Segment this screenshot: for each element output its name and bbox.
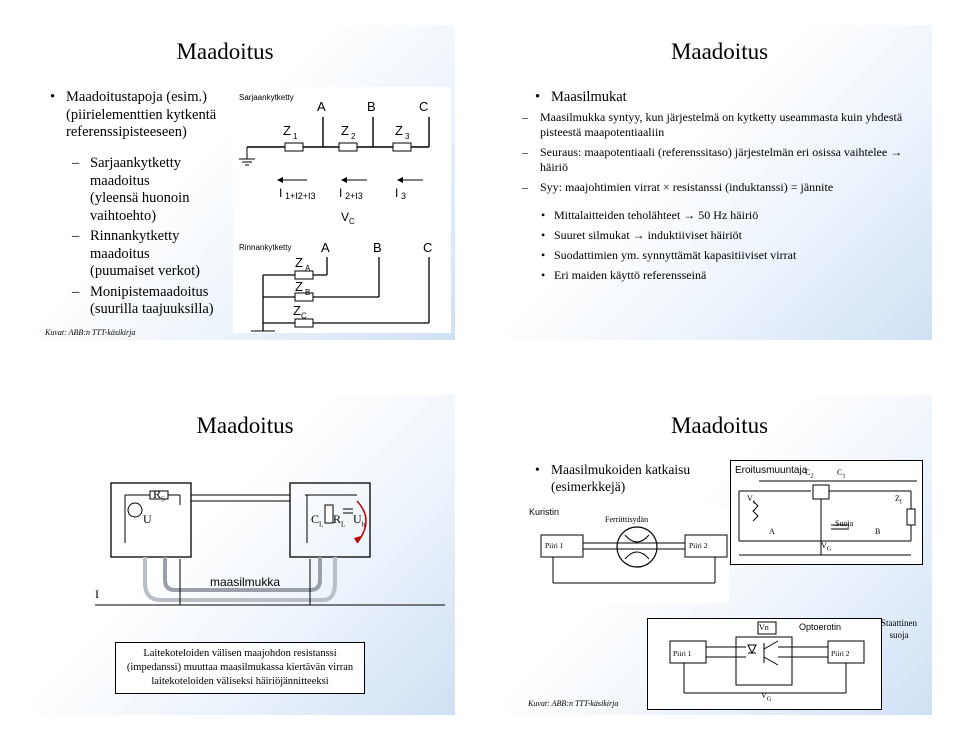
bullet-list: Maadoitustapoja (esim.) (piirielementtie… <box>50 89 236 142</box>
u-label: U <box>143 512 152 526</box>
rs-label: RS <box>153 487 165 504</box>
ground-loop-diagram <box>95 465 445 610</box>
slide-3: Maadoitus RS <box>35 395 455 715</box>
suoja-label: Suoja <box>835 519 854 528</box>
dash-item: Syy: maajohtimien virrat × resistanssi (… <box>522 180 910 195</box>
series-label: Sarjaankytketty <box>239 93 294 102</box>
zb-label: Z <box>295 279 303 294</box>
eroitusmuuntaja-label: Eroitusmuuntaja <box>735 465 808 476</box>
z1-label: Zl <box>895 494 902 506</box>
za-label: Z <box>295 255 303 270</box>
source-note: Kuvat: ABB:n TTT-käsikirja <box>45 328 136 337</box>
vs-label: Vs <box>747 494 756 506</box>
dot-item: Eri maiden käyttö referensseinä <box>541 265 914 285</box>
current-i23: I <box>339 186 342 200</box>
svg-text:2+I3: 2+I3 <box>345 191 363 201</box>
node-a: A <box>317 99 326 114</box>
sub-bullet-item: Monipistemaadoitus (suurilla taajuuksill… <box>72 284 240 319</box>
bullet-item: referenssipisteeseen) <box>66 124 187 140</box>
z2-label: Z <box>341 123 349 138</box>
svg-text:1+I2+I3: 1+I2+I3 <box>285 191 316 201</box>
opto-vg-label: VG <box>761 691 772 703</box>
opto-piiri1: Piiri 1 <box>673 649 692 658</box>
svg-text:A: A <box>305 264 311 273</box>
static-shield-label: Staattinen suoja <box>881 618 917 640</box>
node-a-parallel: A <box>321 240 330 255</box>
dot-item: Mittalaitteiden teholähteet → 50 Hz häir… <box>541 205 914 225</box>
vn-label: Vn <box>759 623 769 632</box>
cl-label: CL <box>311 512 324 529</box>
optocoupler-diagram <box>647 618 882 710</box>
z3-label: Z <box>395 123 403 138</box>
source-note: Kuvat: ABB:n TTT-käsikirja <box>528 699 619 708</box>
dash-list: Maasilmukka syntyy, kun järjestelmä on k… <box>522 110 910 195</box>
node-c: C <box>419 99 428 114</box>
b-label: B <box>875 527 881 536</box>
a-label: A <box>769 527 775 536</box>
dot-list: Mittalaitteiden teholähteet → 50 Hz häir… <box>541 205 914 285</box>
svg-text:1: 1 <box>293 132 298 141</box>
parallel-label: Rinnankytketty <box>239 243 291 252</box>
grounding-diagram: Sarjaankytketty A B C Z 1 Z 2 Z 3 <box>233 87 451 333</box>
node-c-parallel: C <box>423 240 432 255</box>
sub-bullet-item: Sarjaankytketty maadoitus (yleensä huono… <box>72 155 240 225</box>
svg-text:3: 3 <box>405 132 410 141</box>
opto-piiri2: Piiri 2 <box>831 649 850 658</box>
bullet-item: (piirielementtien kytkentä <box>66 106 217 123</box>
bullet-maasilmukat: Maasilmukat <box>535 89 627 106</box>
svg-text:C: C <box>349 217 355 226</box>
svg-text:3: 3 <box>401 191 406 201</box>
uh-label: Uh <box>353 512 366 529</box>
sub-bullet-list: Sarjaankytketty maadoitus (yleensä huono… <box>72 155 240 319</box>
grounding-svg: Sarjaankytketty A B C Z 1 Z 2 Z 3 <box>239 93 432 332</box>
svg-text:B: B <box>305 288 310 297</box>
slide-title: Maadoitus <box>670 39 769 64</box>
c2-label: C2 <box>805 468 814 480</box>
kuristin-label: Kuristin <box>529 507 560 517</box>
slide-1: Maadoitus Maadoitustapoja (esim.) (piiri… <box>35 25 455 340</box>
optoerotin-label: Optoerotin <box>799 622 842 632</box>
bullet-maasilmukoiden: Maasilmukoiden katkaisu (esimerkkejä) <box>535 461 690 495</box>
bullet-item: Maadoitustapoja (esim.) <box>50 89 236 107</box>
caption-box: Laitekoteloiden välisen maajohdon resist… <box>115 642 365 694</box>
dot-item: Suuret silmukat → induktiiviset häiriöt <box>541 225 914 245</box>
choke-diagram <box>529 507 729 603</box>
current-i3: I <box>395 186 398 200</box>
current-i123: I <box>279 186 282 200</box>
slide-2: Maadoitus Maasilmukat Maasilmukka syntyy… <box>507 25 932 340</box>
dash-item: Seuraus: maapotentiaali (referenssitaso)… <box>522 145 910 175</box>
slide-4: Maadoitus Maasilmukoiden katkaisu (esime… <box>507 395 932 715</box>
voltage-vc: V <box>341 210 349 224</box>
slide-title: Maadoitus <box>670 413 769 438</box>
dash-item: Maasilmukka syntyy, kun järjestelmä on k… <box>522 110 910 140</box>
piiri1-label: Piiri 1 <box>545 541 564 550</box>
vg-label: VG <box>821 541 832 553</box>
slide-title: Maadoitus <box>176 39 274 64</box>
slide-title: Maadoitus <box>196 413 294 438</box>
dot-item: Suodattimien ym. synnyttämät kapasitiivi… <box>541 245 914 265</box>
isolation-transformer-diagram: Eroitusmuuntaja <box>730 460 923 565</box>
sub-bullet-item: Rinnankytketty maadoitus (puumaiset verk… <box>72 228 240 281</box>
piiri2-label: Piiri 2 <box>689 541 708 550</box>
rl-label: RL <box>333 512 346 529</box>
current-i-label: I <box>95 587 99 601</box>
maasilmukka-label: maasilmukka <box>210 575 281 589</box>
zc-label: ZC <box>293 303 307 321</box>
c1-label: C1 <box>837 468 846 480</box>
svg-text:2: 2 <box>351 132 356 141</box>
z1-label: Z <box>283 123 291 138</box>
ferrite-label: Ferriittisydän <box>605 515 649 524</box>
node-b: B <box>367 99 376 114</box>
node-b-parallel: B <box>373 240 382 255</box>
